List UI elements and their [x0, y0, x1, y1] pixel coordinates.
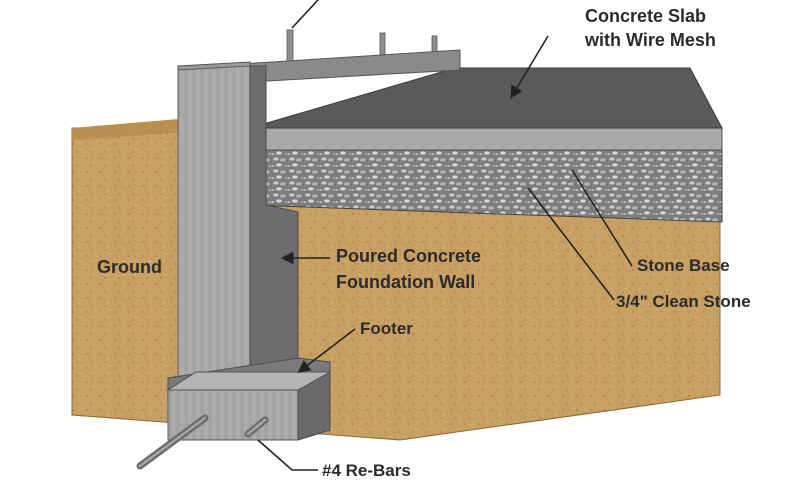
label-wall-line2: Foundation Wall [336, 272, 475, 292]
label-rebars: #4 Re-Bars [322, 461, 411, 480]
label-ground: Ground [97, 257, 162, 277]
label-slab-line1: Concrete Slab [585, 6, 706, 26]
leader-clean-stone [527, 187, 615, 301]
leader-top-rebar [291, 0, 319, 29]
concrete-slab [249, 67, 723, 151]
leader-stone-base [571, 169, 633, 267]
label-slab-line2: with Wire Mesh [584, 30, 716, 50]
leader-lines [257, 0, 633, 471]
label-wall-line1: Poured Concrete [336, 246, 481, 266]
leader-slab [510, 35, 549, 99]
foundation-wall [177, 49, 461, 402]
footer-block [166, 357, 332, 441]
leader-footer [297, 328, 356, 373]
label-clean-stone: 3/4" Clean Stone [616, 292, 751, 311]
horizontal-rebars [136, 414, 269, 470]
leader-rebars [257, 439, 318, 471]
label-footer: Footer [360, 319, 413, 338]
label-stone-base: Stone Base [637, 256, 730, 275]
